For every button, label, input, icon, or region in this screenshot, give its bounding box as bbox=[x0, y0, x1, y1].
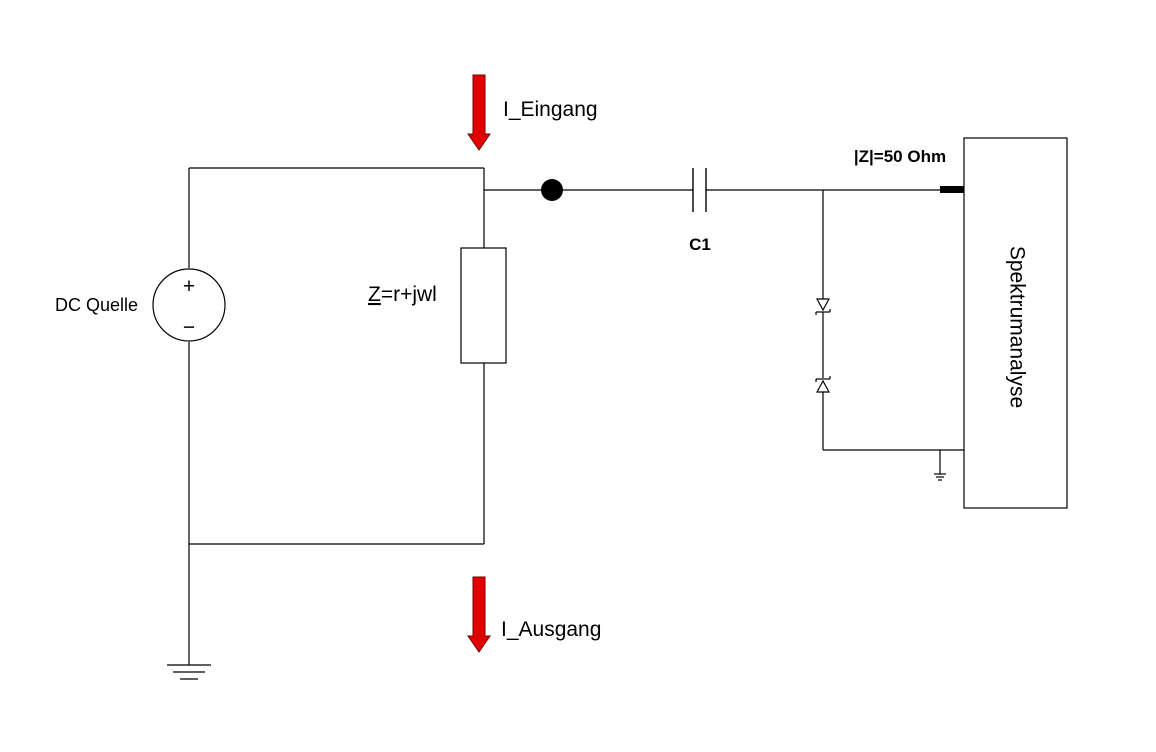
current-out-arrow-icon bbox=[467, 576, 491, 653]
dc-source-label: DC Quelle bbox=[55, 295, 138, 315]
capacitor-c1 bbox=[692, 168, 707, 212]
spectrum-analyzer-box bbox=[963, 137, 1068, 509]
current-in-arrow-shape bbox=[467, 74, 491, 151]
input-impedance-label: |Z|=50 Ohm bbox=[854, 147, 946, 166]
current-in-arrow-icon bbox=[467, 74, 491, 151]
junction-node bbox=[541, 179, 563, 201]
diode-branch bbox=[822, 190, 964, 451]
analyzer-input-port bbox=[940, 186, 964, 193]
dc-source: + − bbox=[152, 268, 226, 342]
current-out-label: I_Ausgang bbox=[501, 618, 601, 641]
spectrum-analyzer-label: Spektrumanalyse bbox=[1005, 246, 1028, 408]
current-out-arrow-shape bbox=[467, 576, 491, 653]
main-loop-wires bbox=[188, 167, 485, 665]
capacitor-label: C1 bbox=[689, 235, 711, 254]
diode-upper-icon bbox=[815, 298, 831, 315]
current-in-label: I_Eingang bbox=[503, 98, 598, 121]
diode-lower-icon bbox=[815, 376, 831, 393]
impedance-resistor bbox=[460, 247, 507, 364]
ground-symbol-left bbox=[167, 664, 211, 680]
source-plus-sign: + bbox=[183, 275, 195, 298]
impedance-label: Z=r+jwl bbox=[368, 283, 437, 306]
source-minus-sign: − bbox=[183, 316, 195, 339]
ground-symbol-right bbox=[934, 450, 946, 481]
